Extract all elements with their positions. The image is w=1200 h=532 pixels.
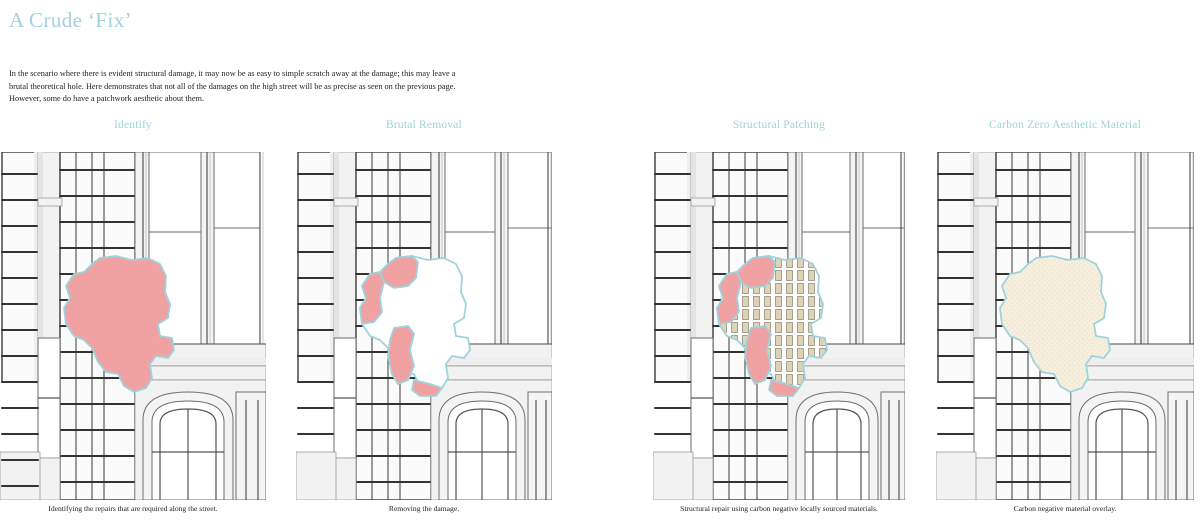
panel-caption-identify: Identifying the repairs that are require… <box>48 504 218 513</box>
panel-brutal-removal: Brutal Removal <box>296 119 552 529</box>
figure-structural-patching <box>653 152 905 500</box>
panel-caption-carbon-zero-aesthetic-material: Carbon negative material overlay. <box>1013 504 1117 513</box>
panel-heading-identify: Identify <box>113 119 152 131</box>
intro-paragraph: In the scenario where there is evident s… <box>9 69 456 103</box>
damage-remnant-left <box>716 270 742 326</box>
panel-row: Identify <box>0 119 1200 529</box>
panel-identify: Identify <box>0 119 266 529</box>
page-title: A Crude ‘Fix’ <box>9 8 133 32</box>
panel-heading-carbon-zero-aesthetic-material: Carbon Zero Aesthetic Material <box>989 119 1141 131</box>
figure-identify <box>0 152 266 500</box>
panel-heading-structural-patching: Structural Patching <box>732 119 826 131</box>
panel-heading-brutal-removal: Brutal Removal <box>386 119 462 131</box>
panel-caption-brutal-removal: Removing the damage. <box>388 504 460 513</box>
damage-remnant-left <box>359 270 385 326</box>
facade-drawing-identify <box>0 152 266 500</box>
carbon-negative-overlay <box>999 255 1111 393</box>
damage-remnant-lower <box>744 325 772 386</box>
damage-region <box>63 255 175 393</box>
facade-drawing-carbon-zero <box>936 152 1194 500</box>
facade-drawing-structural-patching <box>653 152 905 500</box>
damage-remnant-base <box>768 378 801 397</box>
panel-structural-patching: Structural Patching <box>653 119 905 529</box>
figure-carbon-zero-aesthetic-material <box>936 152 1194 500</box>
damage-remnant-base <box>411 378 444 397</box>
panel-carbon-zero-aesthetic-material: Carbon Zero Aesthetic Material <box>936 119 1194 529</box>
figure-brutal-removal <box>296 152 552 500</box>
panel-caption-structural-patching: Structural repair using carbon negative … <box>680 504 878 513</box>
damage-remnant-lower <box>387 325 415 386</box>
facade-drawing-brutal-removal <box>296 152 552 500</box>
